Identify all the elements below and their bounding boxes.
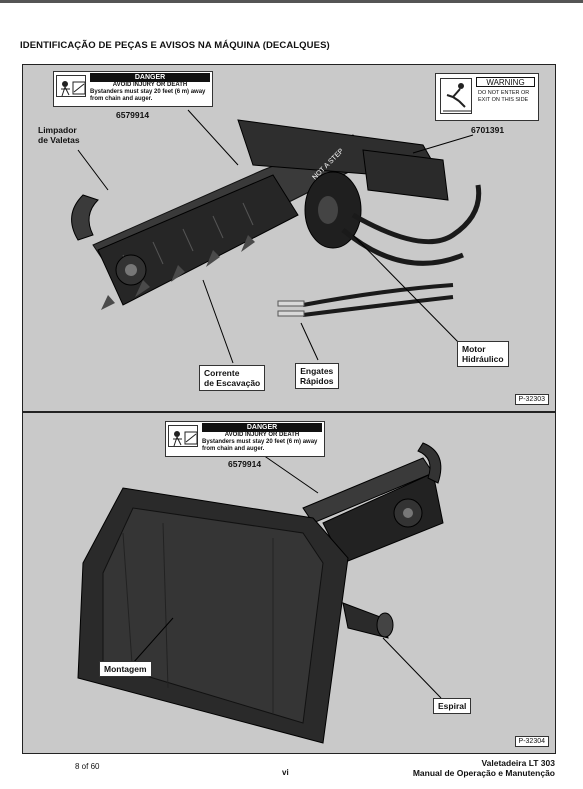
fall-hazard-icon bbox=[440, 78, 472, 114]
figure-code-top: P-32303 bbox=[514, 394, 549, 405]
danger-decal-body: Bystanders must stay 20 feet (6 m) away … bbox=[202, 439, 318, 452]
label-engates-rapidos: Engates Rápidos bbox=[295, 363, 339, 389]
label-motor-hidraulico: Motor Hidráulico bbox=[457, 341, 509, 367]
top-rule bbox=[0, 0, 583, 3]
danger-pictogram-icon bbox=[56, 75, 86, 97]
figure-top: NOT A STEP DANGER AVOID INJURY OR DEATH … bbox=[22, 64, 556, 412]
label-montagem: Montagem bbox=[99, 661, 152, 677]
footer-page-number: vi bbox=[282, 768, 289, 777]
warning-decal-part-number: 6701391 bbox=[471, 125, 505, 135]
warning-decal: WARNING DO NOT ENTER OR EXIT ON THIS SID… bbox=[435, 73, 539, 121]
page-title: IDENTIFICAÇÃO DE PEÇAS E AVISOS NA MÁQUI… bbox=[20, 40, 330, 51]
footer-manual: Manual de Operação e Manutenção bbox=[412, 768, 555, 778]
danger-decal-subheader: AVOID INJURY OR DEATH bbox=[112, 82, 188, 88]
danger-decal-header: DANGER bbox=[202, 423, 322, 432]
trencher-illustration-bottom bbox=[77, 442, 444, 744]
trencher-illustration-top: NOT A STEP bbox=[71, 109, 482, 364]
danger-decal-part-number: 6579914 bbox=[228, 459, 262, 469]
danger-pictogram-icon bbox=[168, 425, 198, 447]
danger-decal-bottom: DANGER AVOID INJURY OR DEATH Bystanders … bbox=[165, 421, 325, 457]
warning-decal-header: WARNING bbox=[476, 77, 535, 87]
footer-product: Valetadeira LT 303 bbox=[481, 758, 555, 768]
label-limpador-de-valetas: Limpador de Valetas bbox=[38, 125, 80, 145]
footer-page-count: 8 of 60 bbox=[75, 762, 100, 771]
danger-decal-part-number: 6579914 bbox=[116, 110, 150, 120]
danger-decal-subheader: AVOID INJURY OR DEATH bbox=[224, 432, 300, 438]
label-corrente-de-escavacao: Corrente de Escavação bbox=[199, 365, 266, 391]
danger-decal-top: DANGER AVOID INJURY OR DEATH Bystanders … bbox=[53, 71, 213, 107]
label-espiral: Espiral bbox=[433, 698, 472, 714]
figure-bottom: DANGER AVOID INJURY OR DEATH Bystanders … bbox=[22, 412, 556, 754]
danger-decal-body: Bystanders must stay 20 feet (6 m) away … bbox=[90, 89, 206, 102]
figure-code-bottom: P-32304 bbox=[514, 736, 549, 747]
warning-decal-body: DO NOT ENTER OR EXIT ON THIS SIDE bbox=[478, 90, 530, 103]
danger-decal-header: DANGER bbox=[90, 73, 210, 82]
